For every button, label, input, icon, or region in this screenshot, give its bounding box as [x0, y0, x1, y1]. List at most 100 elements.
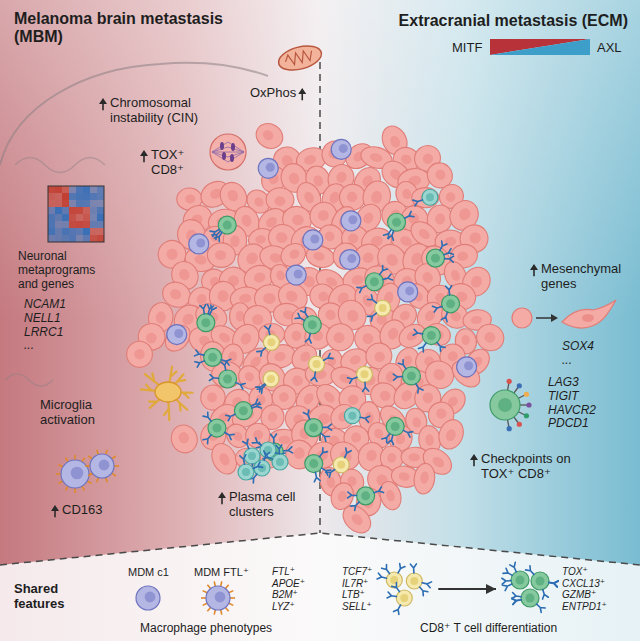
cell-nucleus — [263, 293, 276, 304]
receptor-spike — [87, 481, 91, 484]
cell-label: MDM c1 — [128, 566, 169, 579]
antibody — [362, 382, 369, 391]
cell-nucleus — [215, 592, 226, 603]
antibody — [540, 589, 548, 599]
receptor-spike — [82, 486, 85, 490]
shared-band-ground — [0, 533, 640, 641]
receptor-spike — [229, 591, 234, 593]
heatmap-cell — [69, 228, 76, 235]
antibody — [348, 374, 359, 383]
heatmap-cell — [48, 228, 55, 235]
cell-nucleus — [431, 367, 447, 383]
antibody — [319, 431, 330, 441]
t-cell — [344, 408, 360, 424]
cell-label: MDM FTL⁺ — [194, 566, 249, 579]
chromosome — [231, 143, 235, 151]
antibody — [402, 428, 413, 437]
cell-nucleus — [427, 331, 436, 340]
t-cell — [426, 249, 444, 267]
macrophage — [340, 250, 360, 270]
cell-nucleus — [408, 453, 420, 462]
heatmap-cell — [83, 221, 90, 228]
cell-nucleus — [348, 215, 357, 224]
t-cell — [386, 417, 404, 435]
cell-nucleus — [174, 329, 183, 338]
cell-nucleus — [145, 592, 156, 603]
cell-nucleus — [421, 152, 435, 166]
microglia — [141, 367, 193, 420]
receptor-tip — [517, 383, 522, 388]
antibody — [526, 566, 537, 577]
antibody — [432, 304, 442, 312]
cell-nucleus — [240, 213, 253, 228]
antibody — [357, 283, 368, 292]
antibody — [382, 565, 392, 576]
cell-nucleus — [302, 391, 316, 406]
cell-body — [126, 341, 152, 367]
macrophage — [90, 454, 114, 478]
cell-body — [447, 356, 484, 392]
cell-nucleus — [446, 299, 455, 308]
cell-nucleus — [284, 288, 300, 304]
heatmap-cell — [76, 200, 83, 207]
cell-nucleus — [194, 254, 208, 266]
antibody — [510, 562, 519, 573]
cell-nucleus — [444, 428, 457, 443]
receptor-spike — [66, 458, 69, 462]
antibody — [257, 383, 268, 394]
heatmap-cell — [83, 235, 90, 242]
antibody — [257, 346, 268, 357]
receptor-spike — [82, 458, 85, 462]
macrophage — [331, 139, 351, 159]
t-cell — [490, 390, 520, 420]
receptor-spike — [97, 450, 99, 455]
increase-arrow — [102, 103, 104, 110]
t-cell — [511, 571, 529, 589]
cell-nucleus — [348, 412, 356, 420]
cell-nucleus — [526, 594, 535, 603]
cell-nucleus — [275, 231, 289, 245]
cell-nucleus — [339, 144, 348, 153]
receptor-spike — [221, 581, 222, 586]
antibody — [360, 414, 370, 422]
antibody — [240, 455, 248, 465]
receptor-spike — [59, 465, 63, 468]
receptor-spike — [203, 603, 208, 605]
increase-arrow — [301, 93, 303, 100]
t-cell — [197, 314, 215, 332]
tumor — [126, 119, 508, 539]
antibody — [413, 197, 423, 206]
heatmap-cell — [76, 228, 83, 235]
cell-nucleus — [303, 154, 317, 166]
antibody — [271, 434, 277, 443]
cell-nucleus — [277, 391, 290, 404]
increase-arrowhead — [218, 492, 226, 498]
gene-list: NCAM1 NELL1 LRRC1 ... — [24, 298, 66, 353]
cell-nucleus — [155, 311, 167, 325]
cell-nucleus — [421, 270, 435, 284]
t-cell — [272, 454, 288, 470]
antibody — [348, 492, 357, 498]
tumor-cell — [167, 421, 201, 456]
antibody — [311, 372, 318, 382]
cell-nucleus — [239, 331, 254, 346]
t-cell — [422, 189, 438, 205]
cell-nucleus — [386, 326, 400, 341]
feature-label: TOX⁺ CD8⁺ — [151, 148, 184, 178]
cell-nucleus — [217, 290, 229, 303]
t-cell — [386, 572, 402, 588]
receptor-tip — [526, 402, 531, 407]
cell-nucleus — [323, 308, 337, 322]
mitotic-cell — [210, 134, 246, 170]
antibody — [195, 358, 206, 367]
receptor-spike — [88, 473, 92, 476]
t-cell — [305, 419, 323, 437]
t-cell — [219, 370, 237, 388]
panel-heading: Extracranial metastasis (ECM) — [320, 12, 628, 30]
cell-nucleus — [483, 330, 498, 344]
antibody — [210, 227, 221, 237]
antibody — [548, 579, 558, 586]
heatmap-cell — [83, 207, 90, 214]
cell-nucleus — [401, 188, 412, 200]
